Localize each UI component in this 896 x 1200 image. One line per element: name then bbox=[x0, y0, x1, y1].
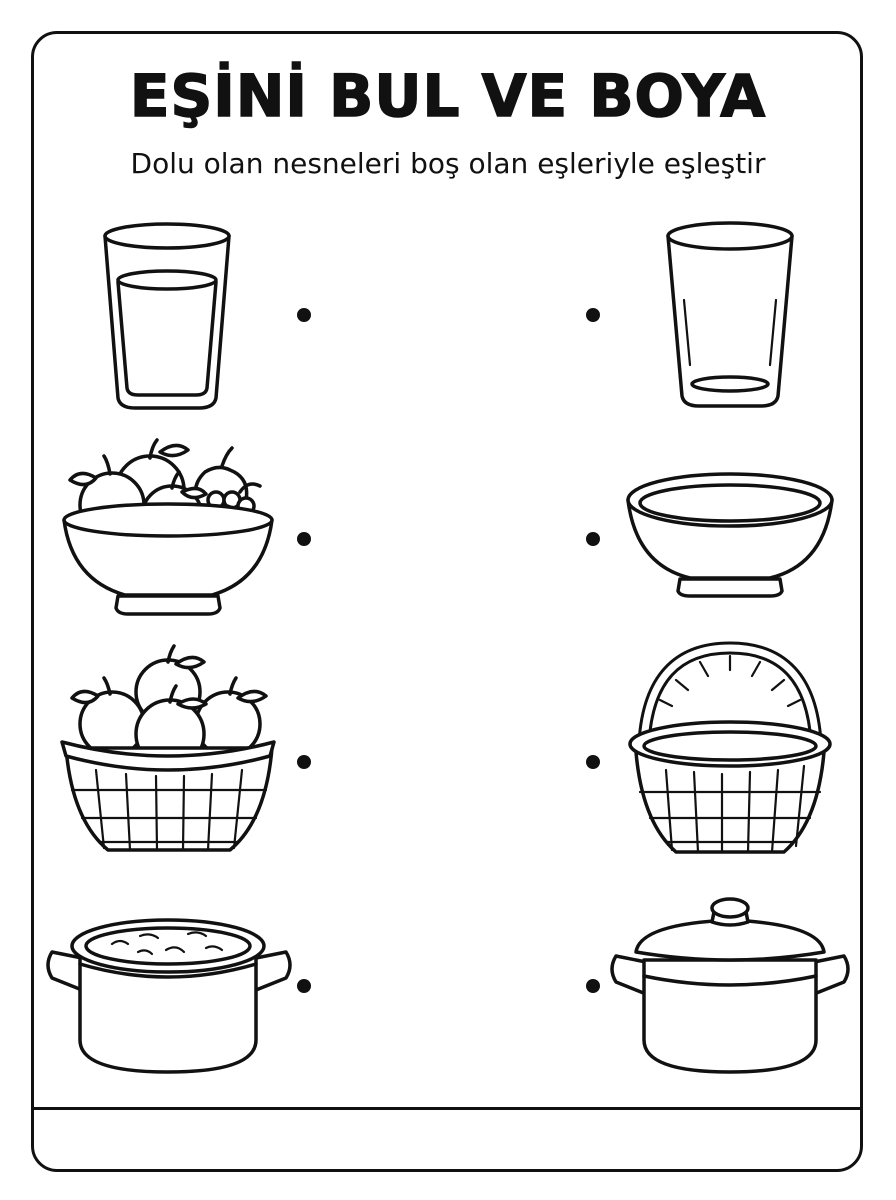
apple-basket-icon bbox=[60, 644, 276, 852]
fruit-bowl-icon bbox=[62, 438, 274, 616]
match-dot-right-2[interactable] bbox=[586, 532, 600, 546]
worksheet-frame bbox=[31, 31, 863, 1172]
instructions: Dolu olan nesneleri boş olan eşleriyle e… bbox=[130, 147, 766, 180]
match-dot-left-2[interactable] bbox=[297, 532, 311, 546]
page-title: EŞİNİ BUL VE BOYA bbox=[129, 61, 767, 131]
match-dot-right-3[interactable] bbox=[586, 755, 600, 769]
match-dot-left-3[interactable] bbox=[297, 755, 311, 769]
lidded-pot-icon bbox=[610, 897, 850, 1074]
footer-divider bbox=[34, 1107, 862, 1110]
match-dot-left-4[interactable] bbox=[297, 979, 311, 993]
empty-basket-icon bbox=[628, 641, 832, 854]
empty-bowl-icon bbox=[626, 472, 834, 598]
match-dot-right-4[interactable] bbox=[586, 979, 600, 993]
glass-empty-icon bbox=[666, 221, 794, 408]
match-dot-left-1[interactable] bbox=[297, 308, 311, 322]
glass-full-icon bbox=[103, 222, 231, 410]
match-dot-right-1[interactable] bbox=[586, 308, 600, 322]
soup-pot-icon bbox=[46, 918, 292, 1074]
